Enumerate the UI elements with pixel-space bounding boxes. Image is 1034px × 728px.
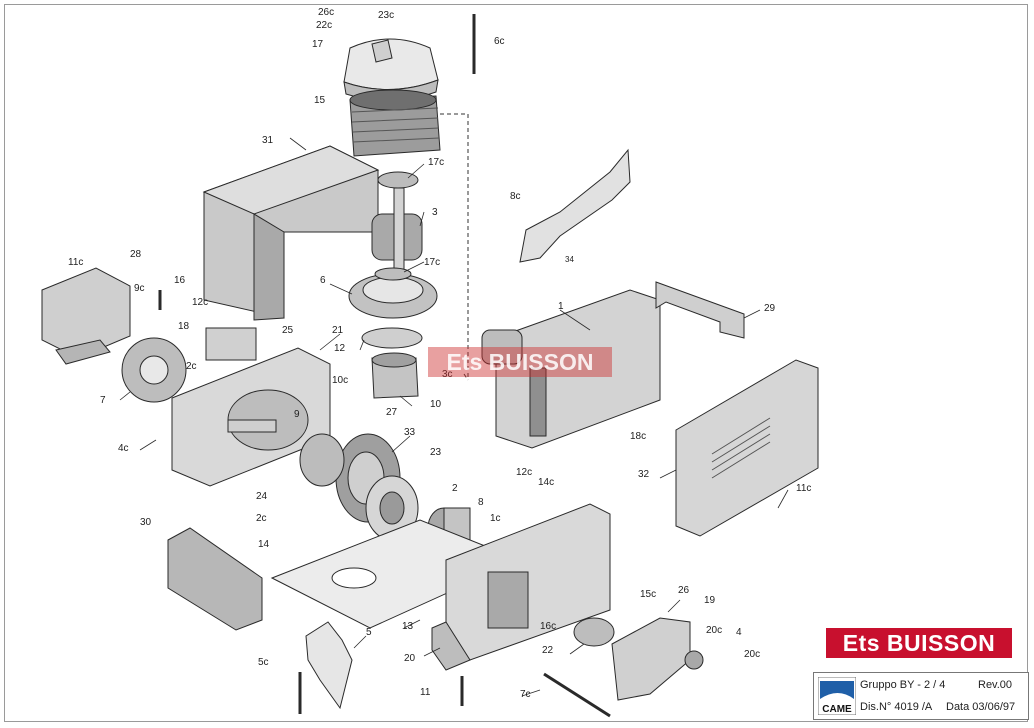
part-23-disc <box>365 475 419 541</box>
callout-15c: 15c <box>640 589 657 600</box>
callout-21: 21 <box>332 325 344 336</box>
callout-9c: 9c <box>134 283 145 294</box>
callout-34: 34 <box>565 255 574 264</box>
callout-6: 6 <box>320 275 326 286</box>
assembly-axis-lines <box>440 113 469 381</box>
callout-6c: 6c <box>494 36 505 47</box>
callout-32: 32 <box>638 469 650 480</box>
callout-11c-right: 11c <box>796 483 812 494</box>
brand-banner: Ets BUISSON <box>826 628 1012 658</box>
part-21-gearbox-housing <box>171 347 331 487</box>
callout-7: 7 <box>100 395 106 406</box>
callout-28: 28 <box>130 249 142 260</box>
group-label: Gruppo BY - 2 / 4 <box>860 679 946 691</box>
leader-lines <box>119 137 789 697</box>
callout-2c-low: 2c <box>256 513 267 524</box>
callout-14: 14 <box>258 539 270 550</box>
callout-2c: 2c <box>186 361 197 372</box>
callout-24: 24 <box>256 491 268 502</box>
callout-1: 1 <box>558 301 564 312</box>
callout-2: 2 <box>452 483 458 494</box>
callout-26c: 26c <box>318 7 335 18</box>
base-plate-hole <box>331 567 377 589</box>
callout-27: 27 <box>386 407 398 418</box>
callout-1c: 1c <box>490 513 501 524</box>
callout-5: 5 <box>366 627 372 638</box>
part-20-gearmotor-body <box>431 503 611 671</box>
callout-3c: 3c <box>442 369 453 380</box>
callout-14c: 14c <box>538 477 555 488</box>
callout-12: 12 <box>334 343 346 354</box>
part-19-cover <box>611 617 691 701</box>
callout-23: 23 <box>430 447 442 458</box>
callout-19: 19 <box>704 595 716 606</box>
callout-7c: 7c <box>520 689 531 700</box>
callout-11: 11 <box>420 687 431 698</box>
callout-8c: 8c <box>510 191 521 202</box>
part-31-cover <box>202 145 380 321</box>
part-22-knob <box>573 617 615 647</box>
callout-11c-left: 11c <box>68 257 84 268</box>
callout-4: 4 <box>736 627 742 638</box>
part-32-cover <box>675 359 819 537</box>
part-25-switch <box>205 327 257 361</box>
callout-10: 10 <box>430 399 442 410</box>
part-1-control-board <box>481 289 661 449</box>
callout-23c: 23c <box>378 10 395 21</box>
callout-10c: 10c <box>332 375 349 386</box>
callout-8: 8 <box>478 497 484 508</box>
watermark-label: Ets BUISSON <box>428 347 612 377</box>
callout-20: 20 <box>404 653 416 664</box>
callout-22: 22 <box>542 645 554 656</box>
drawing-date: Data 03/06/97 <box>946 701 1016 713</box>
svg-text:CAME: CAME <box>822 704 852 715</box>
drawing-number: Dis.N° 4019 /A <box>860 701 933 713</box>
callout-4c: 4c <box>118 443 129 454</box>
callout-16c: 16c <box>540 621 557 632</box>
callout-9: 9 <box>294 409 300 420</box>
part-29-bracket <box>655 281 745 339</box>
screws <box>158 14 611 718</box>
callout-17: 17 <box>312 39 324 50</box>
callout-12c-right: 12c <box>516 467 533 478</box>
callout-17c-top: 17c <box>428 157 445 168</box>
callout-3: 3 <box>432 207 438 218</box>
part-34-lever <box>519 148 631 263</box>
callout-12c-left: 12c <box>192 297 209 308</box>
callout-33: 33 <box>404 427 416 438</box>
revision-label: Rev.00 <box>978 679 1013 691</box>
part-15-stator <box>349 89 441 157</box>
callout-26: 26 <box>678 585 690 596</box>
callout-18c: 18c <box>630 431 647 442</box>
callout-13: 13 <box>402 621 414 632</box>
part-24-washer <box>299 433 345 487</box>
callout-17c-mid: 17c <box>424 257 441 268</box>
callout-5c: 5c <box>258 657 269 668</box>
part-5-anchor <box>305 621 353 710</box>
part-12-bearing <box>361 327 423 349</box>
callout-25: 25 <box>282 325 294 336</box>
title-block: CAME Gruppo BY - 2 / 4 Rev.00 Dis.N° 401… <box>813 672 1029 720</box>
callout-30: 30 <box>140 517 152 528</box>
callout-31: 31 <box>262 135 274 146</box>
callout-29: 29 <box>764 303 776 314</box>
drawing-frame <box>4 4 1028 722</box>
part-28-bracket <box>41 267 131 365</box>
callout-16: 16 <box>174 275 186 286</box>
part-7-pinion <box>121 337 187 403</box>
part-30-cap <box>167 527 263 631</box>
callout-15: 15 <box>314 95 326 106</box>
came-logo-icon: CAME <box>818 677 856 715</box>
part-10-worm <box>371 352 419 399</box>
part-6-fan <box>348 267 438 319</box>
callout-18: 18 <box>178 321 190 332</box>
callout-22c: 22c <box>316 20 333 31</box>
part-4-lock <box>684 650 704 670</box>
callout-20c-a: 20c <box>706 625 723 636</box>
callout-20c-b: 20c <box>744 649 761 660</box>
